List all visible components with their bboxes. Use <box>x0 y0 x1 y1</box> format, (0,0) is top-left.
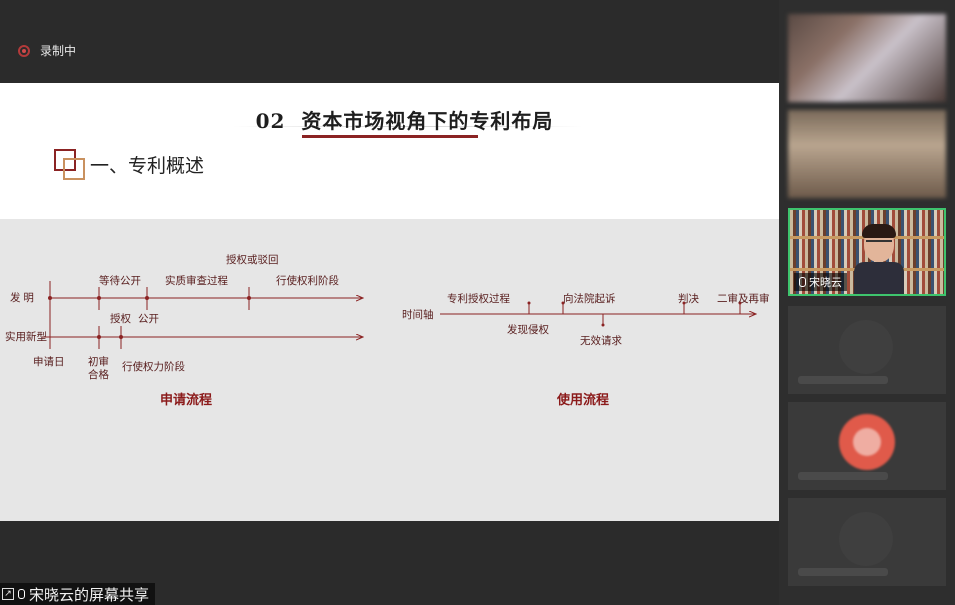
label-grant-or-reject: 授权或驳回 <box>226 253 279 266</box>
slide: 02 资本市场视角下的专利布局 一、专利概述 <box>0 83 779 521</box>
shared-screen-area: 录制中 02 资本市场视角下的专利布局 一、专利概述 <box>0 42 779 605</box>
record-icon <box>18 44 30 57</box>
application-flow-diagram: 发 明 实用新型 等待公开 实质审查过程 授权或驳回 行使权利阶段 授权 公开 … <box>5 253 363 407</box>
label-appeal-retrial: 二审及再审 <box>717 292 770 305</box>
title-divider <box>233 126 583 127</box>
caption-usage-flow: 使用流程 <box>556 392 609 407</box>
mic-icon <box>799 277 806 287</box>
participant-tile[interactable] <box>788 498 946 586</box>
label-exercise-rights-stage: 行使权力阶段 <box>122 360 185 373</box>
participant-tile[interactable] <box>788 110 946 198</box>
participant-tile[interactable] <box>788 402 946 490</box>
label-timeline: 时间轴 <box>402 308 434 321</box>
avatar <box>839 512 893 566</box>
slide-title-text: 资本市场视角下的专利布局 <box>301 109 554 133</box>
label-publication: 公开 <box>138 313 159 325</box>
label-invention: 发 明 <box>10 291 34 304</box>
label-filing-date: 申请日 <box>33 355 65 368</box>
slide-title: 02 资本市场视角下的专利布局 <box>0 105 779 134</box>
participant-sidebar[interactable]: 宋晓云 <box>779 0 955 605</box>
participant-name: 宋晓云 <box>809 276 842 289</box>
label-utility-model: 实用新型 <box>5 330 47 343</box>
label-grant: 授权 <box>110 312 131 325</box>
section-title: 一、专利概述 <box>90 155 205 177</box>
mic-icon <box>18 589 25 599</box>
label-waiting-publication: 等待公开 <box>99 274 141 287</box>
screen-share-label: ↗ 宋晓云的屏幕共享 <box>0 583 156 605</box>
label-exercise-rights: 行使权利阶段 <box>276 274 339 287</box>
process-diagrams: 发 明 实用新型 等待公开 实质审查过程 授权或驳回 行使权利阶段 授权 公开 … <box>5 253 770 407</box>
label-preliminary: 初审 <box>88 355 109 368</box>
participant-tile[interactable] <box>788 14 946 102</box>
avatar <box>839 320 893 374</box>
participant-tile-active[interactable]: 宋晓云 <box>788 208 946 296</box>
title-underline <box>302 135 478 138</box>
caption-application-flow: 申请流程 <box>160 392 212 407</box>
participant-name-tag: 宋晓云 <box>794 273 847 291</box>
section-squares-icon <box>54 149 85 180</box>
share-label-text: 宋晓云的屏幕共享 <box>29 585 150 604</box>
avatar <box>839 414 895 470</box>
label-invalidation-request: 无效请求 <box>580 334 622 347</box>
speaker-video <box>854 224 904 294</box>
recording-indicator: 录制中 <box>18 42 76 59</box>
participant-tile[interactable] <box>788 306 946 394</box>
label-judgment: 判决 <box>678 293 699 305</box>
label-patent-grant-process: 专利授权过程 <box>447 292 510 305</box>
slide-number: 02 <box>255 109 286 133</box>
share-icon: ↗ <box>2 588 14 600</box>
label-sue-in-court: 向法院起诉 <box>563 292 616 305</box>
diagram-band: 发 明 实用新型 等待公开 实质审查过程 授权或驳回 行使权利阶段 授权 公开 … <box>0 219 779 521</box>
label-discover-infringement: 发现侵权 <box>507 323 549 336</box>
label-substantive-exam: 实质审查过程 <box>165 274 228 287</box>
recording-label: 录制中 <box>40 44 77 58</box>
usage-flow-diagram: 时间轴 专利授权过程 发现侵权 向法院起诉 无效请求 判决 二审及再审 使用流程 <box>402 292 770 407</box>
label-qualified: 合格 <box>88 368 109 381</box>
